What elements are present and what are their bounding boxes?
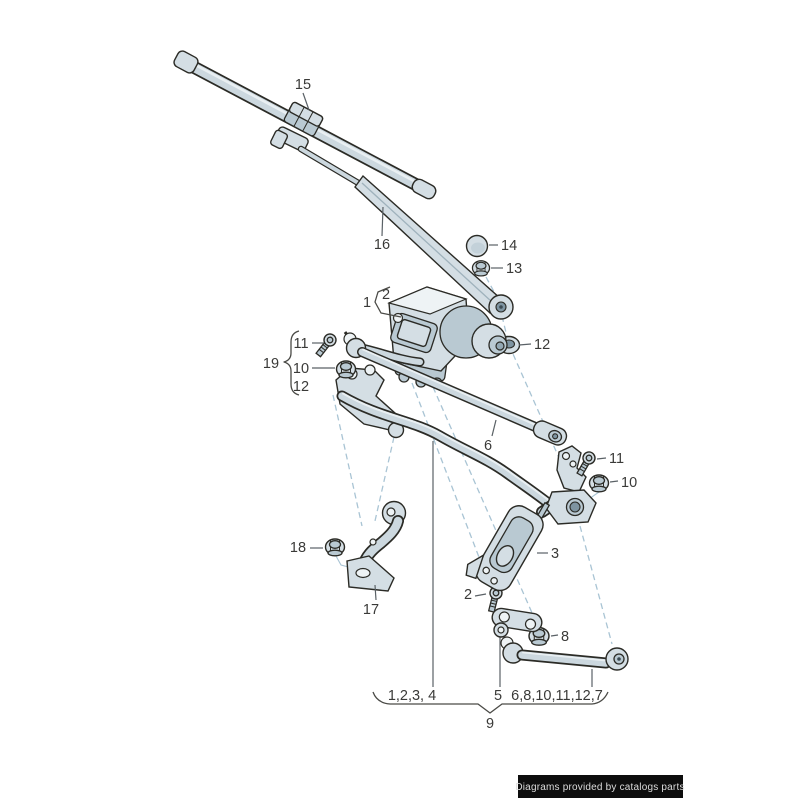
callout-10-right: 10 — [621, 475, 637, 491]
bracket-17 — [346, 500, 407, 592]
callout-10-left: 10 — [293, 361, 309, 377]
group-brace — [372, 691, 609, 714]
group-label-combined: 9 — [486, 716, 494, 732]
callout-13: 13 — [506, 261, 522, 277]
screw-11-left — [312, 330, 340, 360]
footer-credit: Diagrams provided by catalogs parts — [515, 775, 684, 798]
link-plate-5 — [491, 607, 543, 638]
callout-2: 2 — [382, 287, 390, 303]
nut-13 — [471, 260, 491, 277]
callout-19: 19 — [263, 356, 279, 372]
nut-10-left — [335, 360, 357, 379]
callout-12-right: 12 — [534, 337, 550, 353]
arm-hook — [269, 126, 309, 152]
blade-end-cap — [173, 50, 199, 74]
footer-box — [518, 775, 683, 798]
blade-tip — [411, 178, 437, 200]
group-label-center: 5 — [494, 688, 502, 704]
short-link-rod — [500, 636, 629, 671]
wiper-arm — [269, 126, 514, 320]
group-label-left: 1,2,3, 4 — [388, 688, 436, 704]
callout-12-left: 12 — [293, 379, 309, 395]
blade-connector — [283, 101, 324, 137]
mount-3 — [465, 501, 551, 592]
callout-1: 1 — [363, 295, 371, 311]
group-label-right: 6,8,10,11,12,7 — [511, 688, 603, 704]
callout-6: 6 — [484, 438, 492, 454]
callout-16: 16 — [374, 237, 390, 253]
motor-cylinder — [439, 305, 508, 359]
callout-11-left: 11 — [293, 336, 308, 352]
callout-17: 17 — [363, 602, 379, 618]
callout-15: 15 — [295, 77, 311, 93]
wiper-blade — [173, 50, 437, 200]
callout-2-bottom: 2 — [464, 587, 472, 603]
label-leader-lines-bottom — [432, 441, 593, 687]
link-rod-6 — [345, 337, 568, 446]
motor-cover-plate — [390, 312, 438, 354]
footer-text: Diagrams provided by catalogs parts — [515, 782, 684, 793]
callout-labels: 15 16 14 13 1 2 12 19 11 10 12 6 11 10 — [263, 77, 637, 645]
rod-socket-right — [532, 420, 568, 446]
callout-11-right: 11 — [609, 451, 624, 467]
callout-18: 18 — [290, 540, 306, 556]
nut-10-right — [588, 474, 610, 493]
cap-14 — [465, 234, 489, 258]
callout-8: 8 — [561, 629, 569, 645]
nut-18 — [324, 538, 346, 557]
wiper-motor — [357, 286, 508, 389]
bottom-group-labels: 1,2,3, 4 5 6,8,10,11,12,7 9 — [372, 688, 609, 732]
callout-14: 14 — [501, 238, 517, 254]
callout-3: 3 — [551, 546, 559, 562]
